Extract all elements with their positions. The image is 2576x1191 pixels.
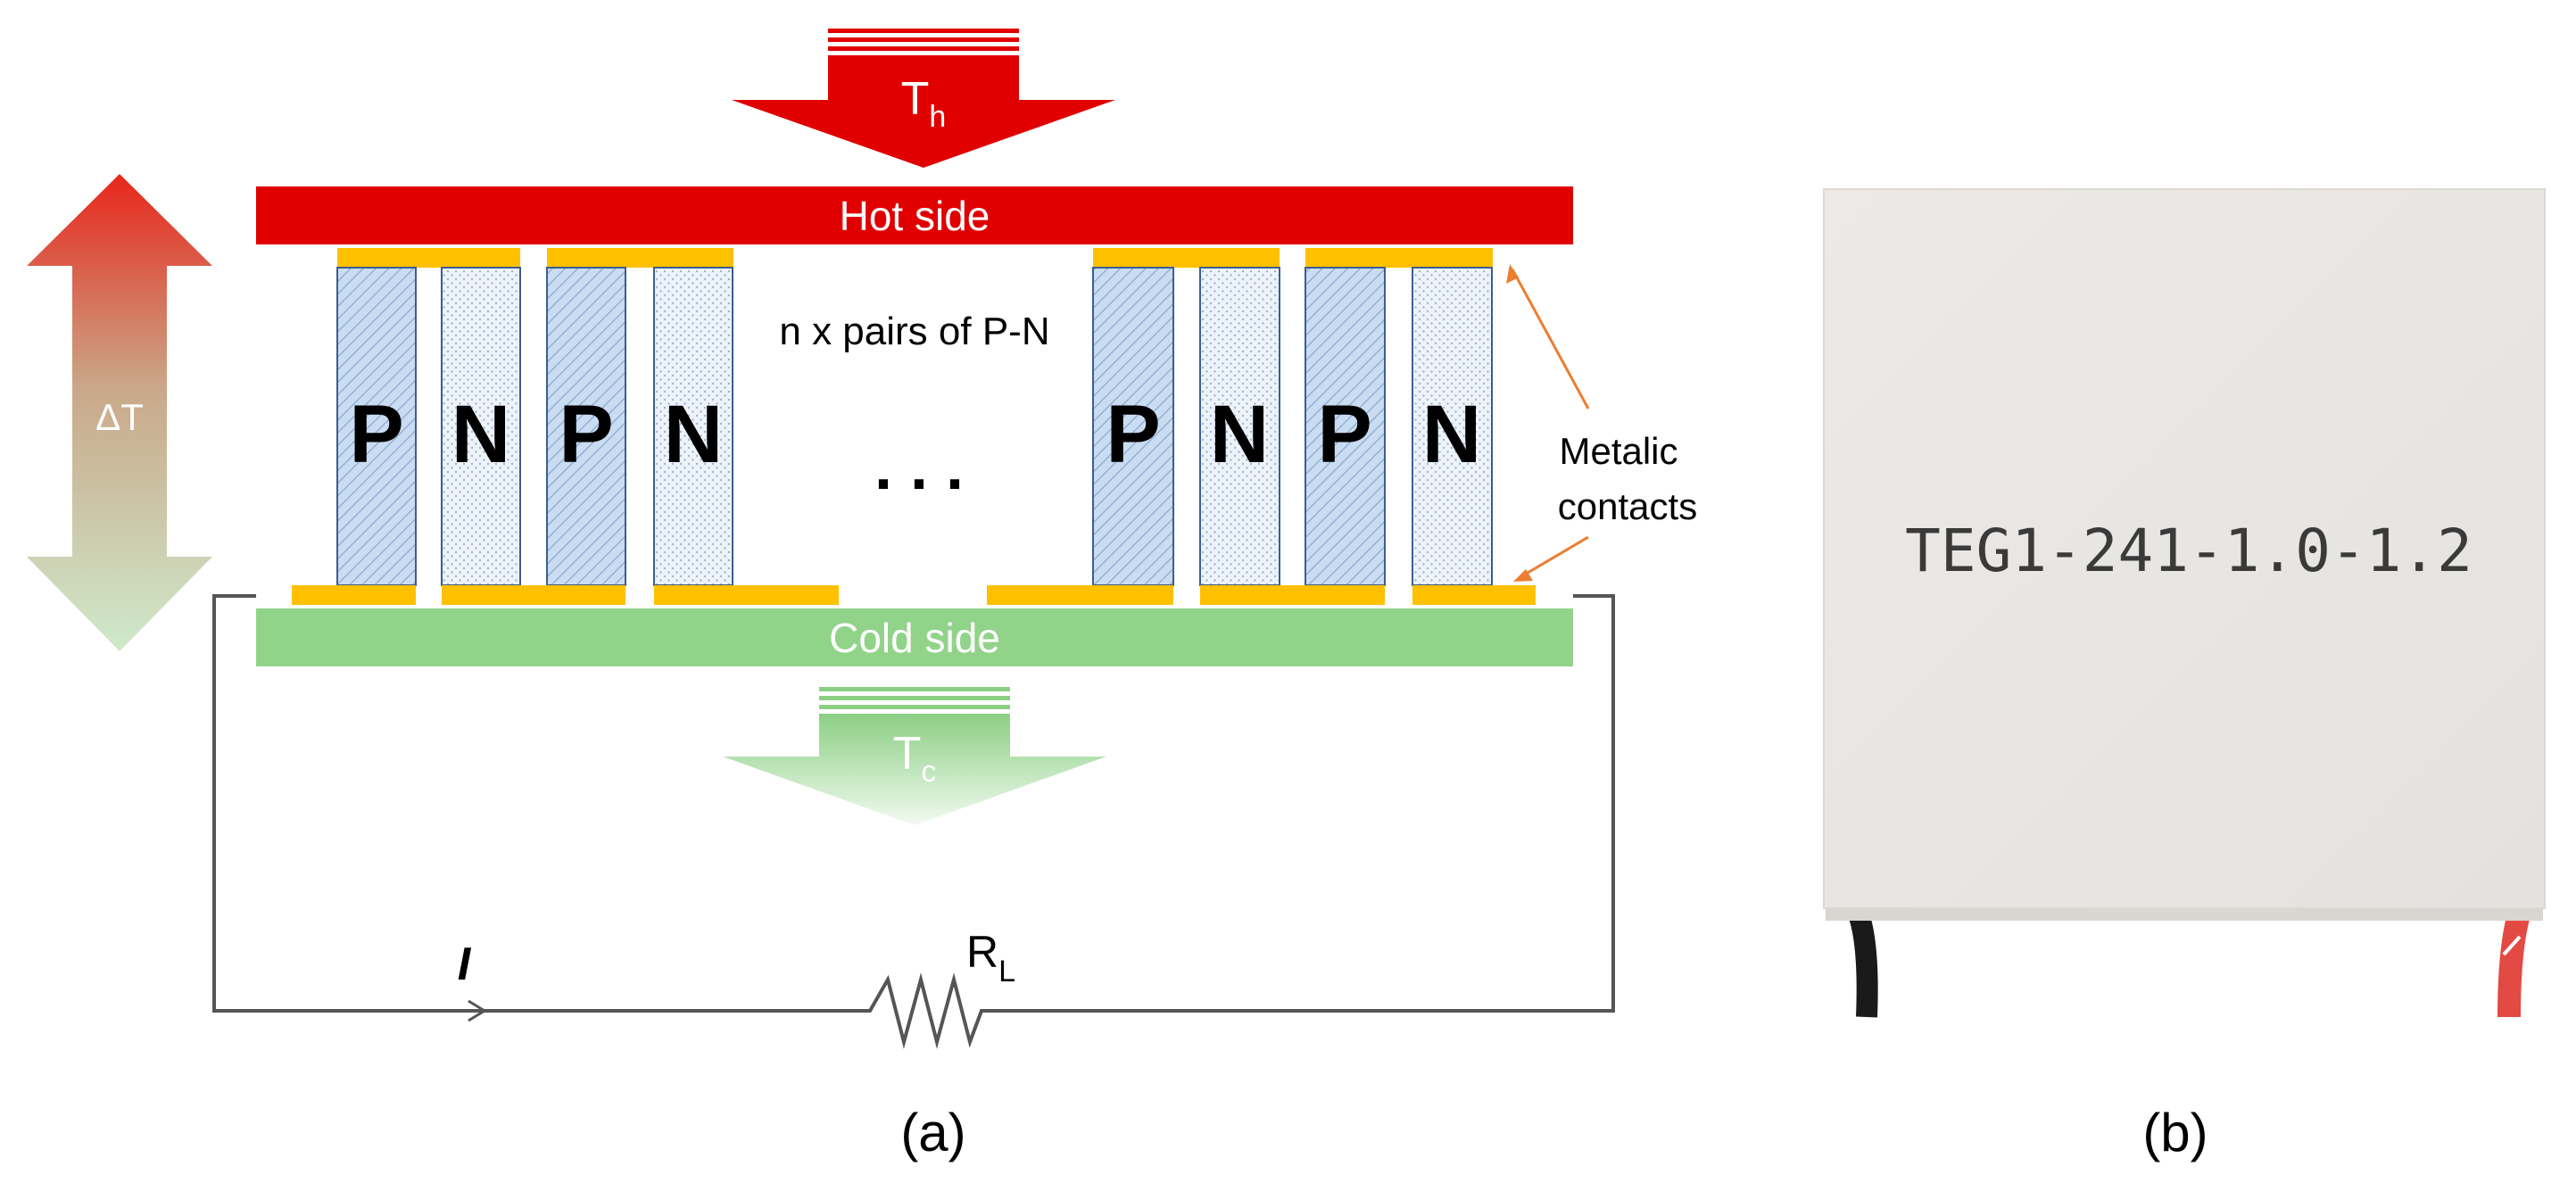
contacts-label-line2: contacts xyxy=(1558,485,1697,527)
th-label: T xyxy=(901,73,930,125)
leg-label-8: N xyxy=(1422,389,1481,480)
contacts-label-line1: Metalic xyxy=(1559,430,1677,472)
panel-b-label: (b) xyxy=(2142,1103,2207,1162)
panel-a: Th Hot side ΔT xyxy=(27,29,1697,1162)
leg-label-4: N xyxy=(664,389,723,480)
p-leg xyxy=(546,267,626,586)
tc-label: T xyxy=(893,728,922,780)
n-leg xyxy=(653,267,733,586)
tc-heat-arrow: Tc xyxy=(723,687,1106,825)
load-resistor-label: R xyxy=(966,927,998,977)
current-label: I xyxy=(458,939,472,990)
teg-module-photo: TEG1-241-1.0-1.2 xyxy=(1823,188,2546,1018)
pn-legs xyxy=(336,267,1493,586)
panel-a-label: (a) xyxy=(900,1103,965,1162)
tc-subscript: c xyxy=(921,755,936,789)
legs-ellipsis: . . . xyxy=(874,432,964,503)
delta-t-label: ΔT xyxy=(95,396,144,438)
th-subscript: h xyxy=(929,100,946,134)
delta-t-arrow: ΔT xyxy=(27,174,212,651)
panel-b: TEG1-241-1.0-1.2 (b) xyxy=(1823,188,2546,1162)
p-leg xyxy=(1092,267,1174,586)
leg-label-3: P xyxy=(559,389,613,480)
svg-text:RL: RL xyxy=(966,927,1015,988)
leg-label-1: P xyxy=(349,389,403,480)
p-leg xyxy=(1305,267,1386,586)
n-leg xyxy=(1199,267,1280,586)
leg-label-5: P xyxy=(1106,389,1160,480)
load-resistor-subscript: L xyxy=(998,955,1015,988)
cold-side-plate xyxy=(256,608,1573,666)
th-heat-arrow: Th xyxy=(732,29,1115,168)
top-contacts xyxy=(337,248,1493,268)
svg-text:Tc: Tc xyxy=(893,728,937,789)
n-leg xyxy=(441,267,521,586)
module-part-number: TEG1-241-1.0-1.2 xyxy=(1905,517,2472,585)
hot-side-plate xyxy=(256,186,1573,244)
bottom-contacts xyxy=(292,585,1536,605)
leg-label-7: P xyxy=(1317,389,1371,480)
hot-side-label: Hot side xyxy=(840,193,990,239)
leg-label-2: N xyxy=(451,389,510,480)
svg-text:Th: Th xyxy=(901,73,947,134)
leg-label-6: N xyxy=(1210,389,1269,480)
contacts-annotation: Metalic contacts xyxy=(1506,264,1697,582)
external-circuit xyxy=(212,594,1615,1049)
pairs-caption: n x pairs of P-N xyxy=(779,310,1049,353)
n-leg xyxy=(1412,267,1493,586)
cold-side-label: Cold side xyxy=(829,615,1000,661)
